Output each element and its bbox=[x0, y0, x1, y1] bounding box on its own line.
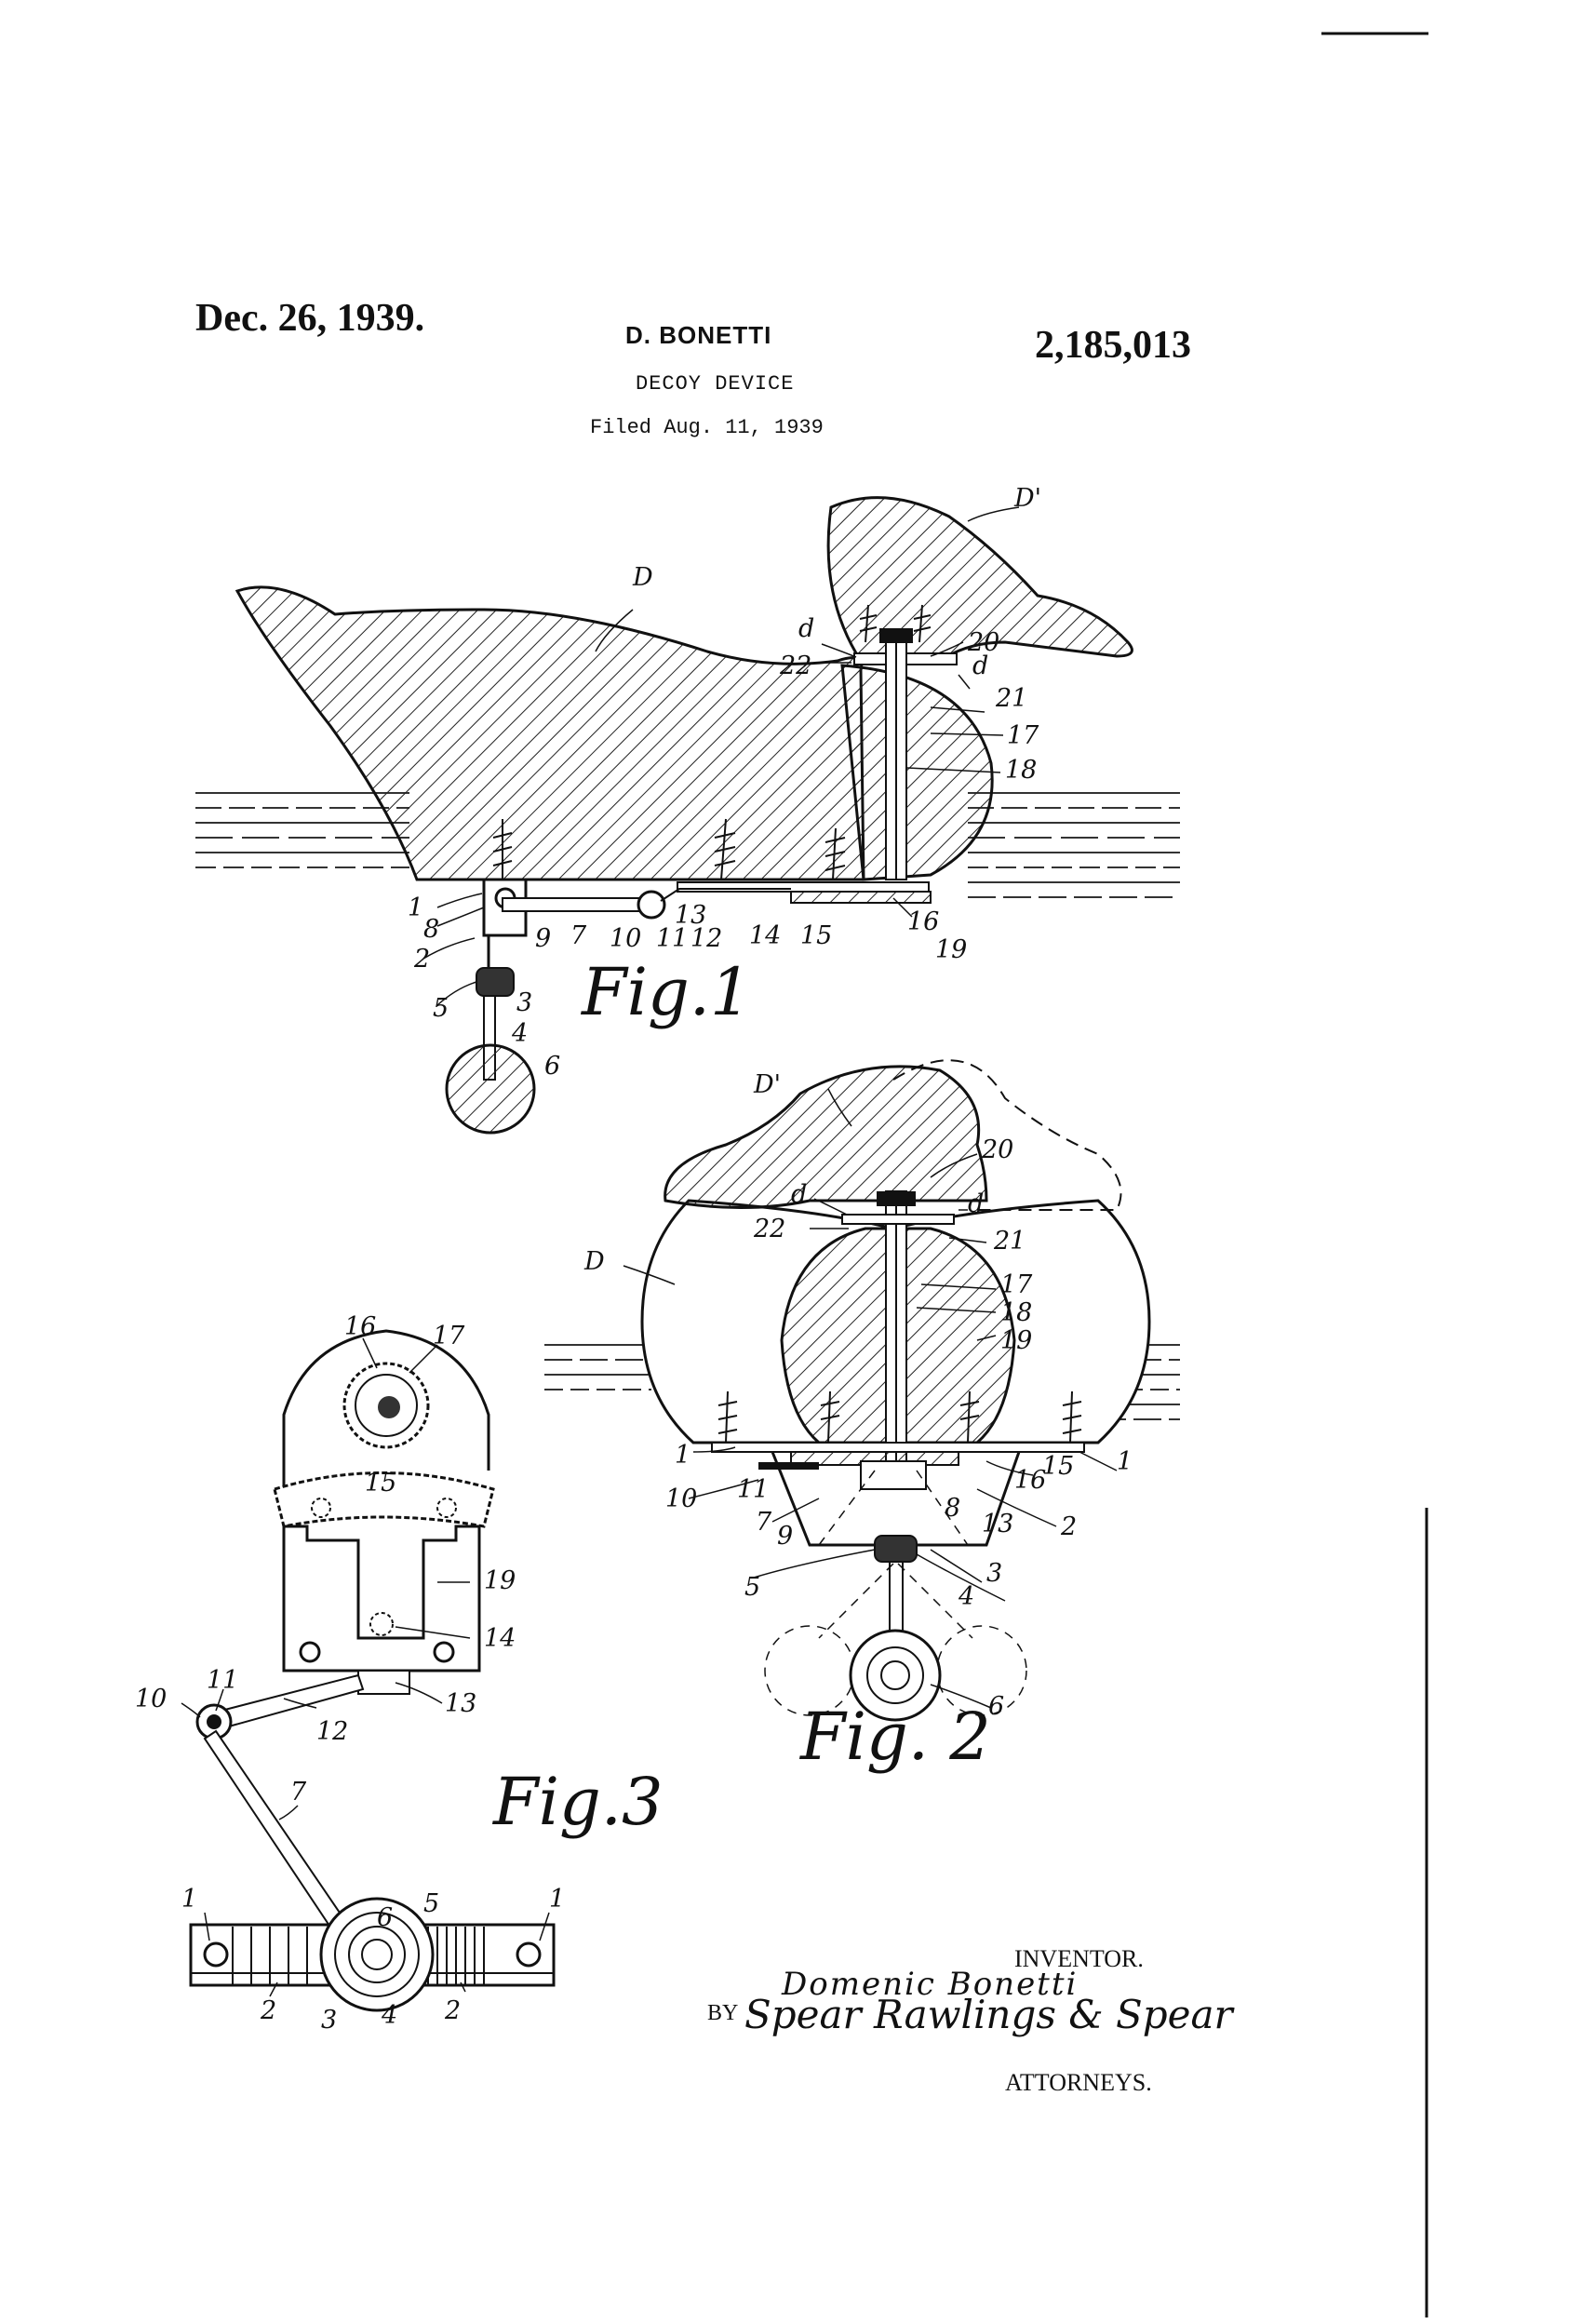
fig3-ref: 17 bbox=[433, 1322, 465, 1350]
fig2-ref: D' bbox=[754, 1070, 782, 1099]
fig2-ref: 17 bbox=[1000, 1270, 1033, 1299]
fig1-ref: 7 bbox=[570, 921, 587, 950]
fig3-ref: 19 bbox=[484, 1566, 516, 1595]
fig2-ref: d bbox=[968, 1189, 985, 1218]
fig2-ref: 9 bbox=[777, 1522, 794, 1551]
fig1-ref: 12 bbox=[690, 924, 723, 953]
fig2-ref: 13 bbox=[982, 1510, 1014, 1538]
fig3-ref: 13 bbox=[445, 1689, 477, 1718]
fig2-ref: 8 bbox=[945, 1494, 961, 1523]
fig3-ref: 4 bbox=[382, 2001, 398, 2030]
fig2-ref: 4 bbox=[959, 1582, 975, 1611]
fig2-ref: 2 bbox=[1061, 1512, 1078, 1541]
fig1-ref: d bbox=[972, 652, 989, 680]
fig2-ref: 21 bbox=[994, 1227, 1026, 1256]
fig2-ref: D bbox=[584, 1247, 605, 1276]
fig2-ref: 19 bbox=[1000, 1326, 1033, 1355]
fig2-ref: 11 bbox=[737, 1475, 770, 1504]
fig1-ref: 5 bbox=[433, 994, 449, 1023]
fig3-ref: 12 bbox=[316, 1717, 349, 1746]
fig2-ref: 16 bbox=[1014, 1466, 1047, 1495]
fig3-ref: 6 bbox=[377, 1903, 394, 1932]
by-label: BY bbox=[707, 2001, 739, 2025]
fig2-ref: 22 bbox=[754, 1215, 786, 1243]
fig1-ref: 19 bbox=[935, 935, 968, 964]
fig1-ref: 15 bbox=[800, 921, 833, 950]
fig1-label: Fig.1 bbox=[582, 954, 752, 1030]
fig1-ref: 16 bbox=[907, 907, 940, 936]
fig1-ref: 21 bbox=[996, 684, 1028, 713]
attorneys-signature: Spear Rawlings & Spear bbox=[744, 1992, 1233, 2037]
fig1-ref: 6 bbox=[544, 1052, 561, 1081]
fig3-ref: 11 bbox=[207, 1666, 239, 1695]
fig1-ref: D bbox=[633, 563, 653, 592]
attorneys-caption: ATTORNEYS. bbox=[1005, 2069, 1152, 2096]
patent-number: 2,185,013 bbox=[1035, 324, 1191, 367]
fig1-ref: 20 bbox=[968, 628, 1000, 657]
fig3-ref: 2 bbox=[445, 1996, 462, 2025]
fig2-ref: d bbox=[791, 1180, 808, 1209]
fig3-ref: 7 bbox=[290, 1778, 307, 1807]
fig3-ref: 16 bbox=[344, 1312, 377, 1341]
fig2-ref: 5 bbox=[744, 1573, 761, 1602]
fig1-ref: d bbox=[798, 614, 815, 643]
fig2-ref: 1 bbox=[1117, 1447, 1133, 1476]
fig3-ref: 14 bbox=[484, 1624, 516, 1653]
fig1-ref: 18 bbox=[1005, 756, 1038, 785]
fig3-ref: 5 bbox=[423, 1889, 440, 1918]
fig1-ref: 8 bbox=[423, 915, 440, 944]
patent-date: Dec. 26, 1939. bbox=[195, 297, 425, 340]
fig3-ref: 15 bbox=[365, 1469, 397, 1498]
fig2-ref: 1 bbox=[675, 1441, 691, 1470]
filed-date: Filed Aug. 11, 1939 bbox=[590, 416, 824, 439]
fig1-ref: 10 bbox=[610, 924, 642, 953]
fig3-drawing bbox=[181, 1329, 556, 2012]
fig1-ref: 11 bbox=[656, 924, 689, 953]
fig2-label: Fig. 2 bbox=[800, 1699, 991, 1775]
fig2-ref: 18 bbox=[1000, 1298, 1033, 1327]
fig2-drawing bbox=[544, 1059, 1180, 1722]
fig2-ref: 7 bbox=[756, 1508, 772, 1537]
fig3-ref: 1 bbox=[181, 1885, 198, 1914]
fig1-ref: 1 bbox=[408, 893, 424, 922]
fig2-ref: 15 bbox=[1042, 1452, 1075, 1481]
inventor-signature: Domenic Bonetti bbox=[782, 1966, 1079, 2003]
fig2-ref: 10 bbox=[665, 1484, 698, 1513]
fig2-ref: 6 bbox=[988, 1692, 1005, 1721]
fig1-drawing bbox=[195, 496, 1180, 1135]
fig3-ref: 1 bbox=[549, 1885, 566, 1914]
fig3-ref: 3 bbox=[321, 2006, 338, 2035]
fig1-ref: 13 bbox=[675, 901, 707, 930]
patent-title: DECOY DEVICE bbox=[636, 372, 795, 396]
fig3-label: Fig.3 bbox=[493, 1764, 664, 1840]
fig1-ref: 4 bbox=[512, 1019, 529, 1048]
fig1-ref: 3 bbox=[516, 988, 533, 1017]
fig1-ref: 17 bbox=[1007, 721, 1039, 750]
fig1-ref: 2 bbox=[414, 945, 431, 974]
fig1-ref: D' bbox=[1014, 484, 1042, 513]
inventor-name: D. BONETTI bbox=[625, 321, 772, 349]
inventor-caption: INVENTOR. bbox=[1014, 1945, 1144, 1972]
fig2-ref: 3 bbox=[986, 1559, 1003, 1588]
fig2-ref: 20 bbox=[982, 1135, 1014, 1164]
fig1-ref: 14 bbox=[749, 921, 782, 950]
fig3-ref: 10 bbox=[135, 1685, 168, 1713]
fig3-ref: 2 bbox=[261, 1996, 277, 2025]
fig1-ref: 22 bbox=[780, 652, 812, 680]
fig1-ref: 9 bbox=[535, 924, 552, 953]
